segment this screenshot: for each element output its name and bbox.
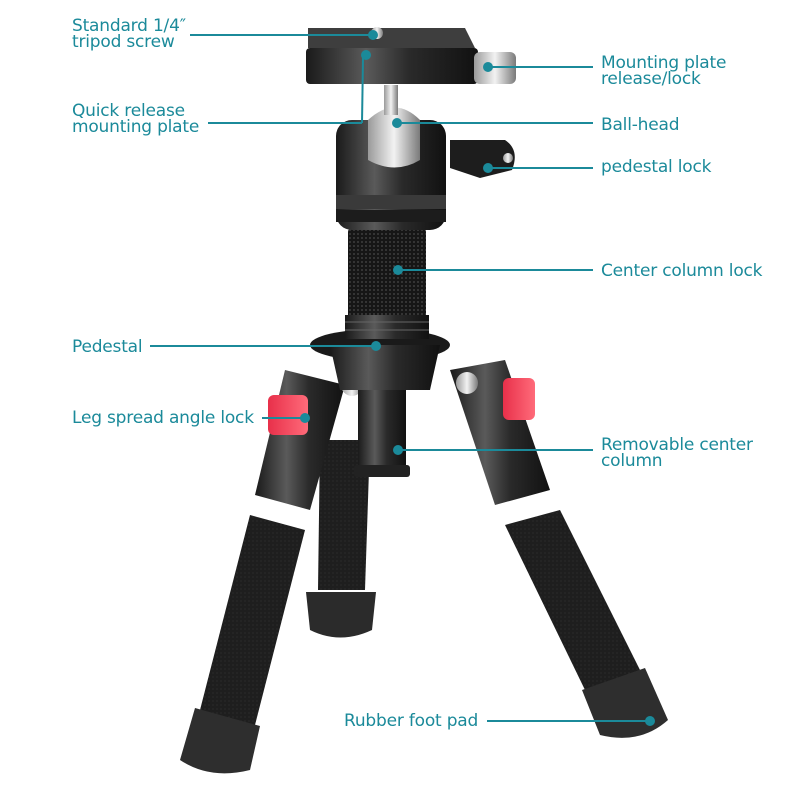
ball-head	[336, 85, 515, 230]
label-rubber-foot-pad: Rubber foot pad	[344, 711, 479, 731]
label-ball-head: Ball-head	[601, 115, 680, 135]
left-leg	[180, 370, 363, 774]
quick-release-plate	[306, 27, 516, 84]
center-column-lock	[345, 228, 429, 339]
removable-center-column	[358, 390, 406, 470]
label-tripod-screw: Standard 1/4″tripod screw	[72, 16, 186, 52]
label-leg-spread-angle-lock: Leg spread angle lock	[72, 408, 254, 428]
right-leg	[450, 360, 668, 738]
label-center-column-lock: Center column lock	[601, 261, 763, 281]
label-pedestal-lock: pedestal lock	[601, 157, 712, 177]
back-leg	[306, 440, 376, 638]
label-pedestal: Pedestal	[72, 337, 143, 357]
leg-lock-button	[268, 395, 308, 435]
leader-lines	[150, 30, 655, 726]
